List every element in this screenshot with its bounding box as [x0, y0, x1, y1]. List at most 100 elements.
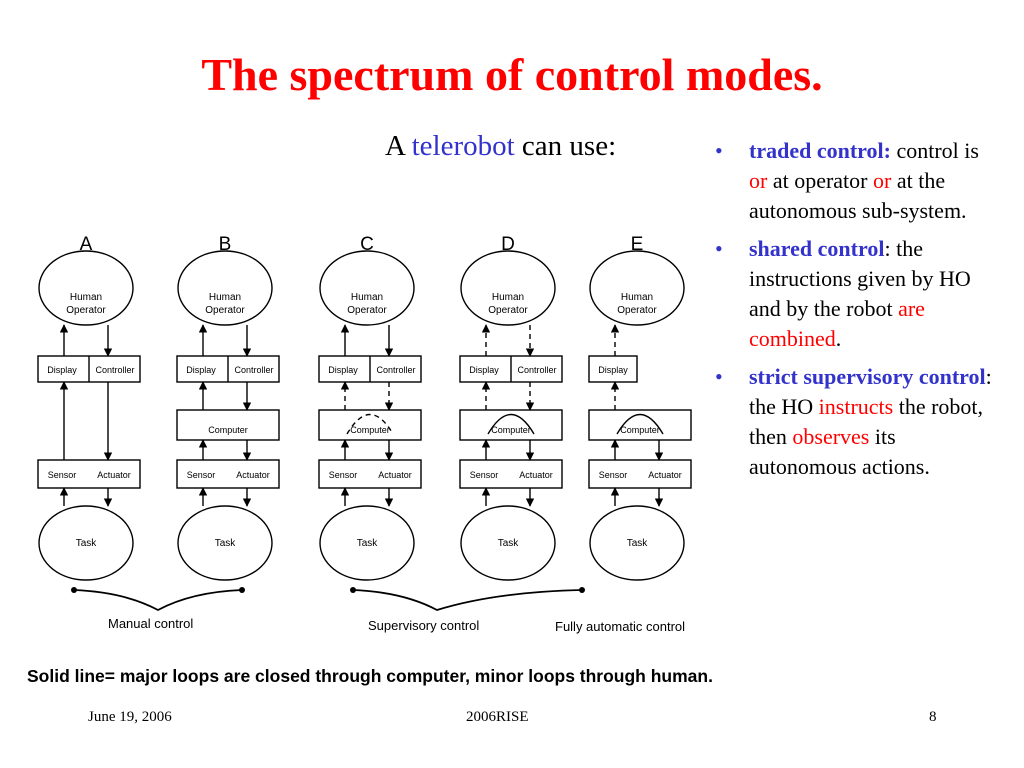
computer-box	[459, 409, 563, 441]
column-letter-c: C	[360, 234, 374, 255]
actuator-label: Actuator	[648, 470, 682, 480]
column-letter-d: D	[501, 234, 515, 255]
subtitle-suffix: can use:	[514, 130, 617, 162]
human-operator-label: Human	[70, 292, 102, 303]
computer-label: Computer	[208, 425, 248, 435]
bullet-list: • traded control: control is or at opera…	[712, 136, 1002, 490]
bullet-strict-supervisory-control: • strict supervisory control: the HO ins…	[712, 362, 1002, 482]
sensor-actuator-box	[176, 459, 280, 489]
group-label-supervisory: Supervisory control	[368, 618, 479, 633]
computer-box	[176, 409, 280, 441]
bullet-text: at the autonomous sub-system.	[749, 168, 967, 223]
bullet-dot: •	[715, 364, 723, 389]
human-operator-label: Operator	[66, 305, 106, 316]
sensor-actuator-box	[459, 459, 563, 489]
task-label: Task	[215, 538, 237, 549]
task-label: Task	[498, 538, 520, 549]
supervisory-control-brace	[352, 589, 583, 611]
bullet-text: the robot, then	[749, 394, 984, 449]
computer-label: Computer	[491, 425, 531, 435]
sensor-actuator-box	[588, 459, 692, 489]
task-ellipse	[589, 505, 685, 581]
footnote: Solid line= major loops are closed throu…	[27, 666, 713, 686]
bullet-emphasis: instructs	[818, 394, 894, 419]
controller-label: Controller	[517, 365, 556, 375]
bullet-text: at operator	[767, 168, 873, 193]
sensor-label: Sensor	[48, 470, 77, 480]
human-operator-ellipse	[460, 250, 556, 326]
display-label: Display	[328, 365, 358, 375]
human-operator-label: Human	[492, 292, 524, 303]
actuator-label: Actuator	[236, 470, 270, 480]
display-label: Display	[598, 365, 628, 375]
human-operator-label: Operator	[488, 305, 528, 316]
computer-box	[318, 409, 422, 441]
column-letter-e: E	[631, 234, 644, 255]
computer-loop-arc	[616, 414, 664, 435]
bullet-emphasis: or	[873, 168, 892, 193]
bullet-dot: •	[715, 236, 723, 261]
bullet-text: : the instructions given by HO and by th…	[749, 236, 971, 321]
sensor-actuator-box	[37, 459, 141, 489]
computer-loop-arc	[487, 414, 535, 435]
human-operator-ellipse	[319, 250, 415, 326]
bullet-text: its autonomous actions.	[749, 424, 930, 479]
footer-date: June 19, 2006	[88, 709, 172, 725]
bullet-dot: •	[715, 138, 723, 163]
bullet-shared-control: • shared control: the instructions given…	[712, 234, 1002, 354]
display-label: Display	[469, 365, 499, 375]
sensor-actuator-box	[318, 459, 422, 489]
group-label-manual: Manual control	[108, 616, 193, 631]
controller-label: Controller	[95, 365, 134, 375]
bullet-term: strict supervisory control	[749, 364, 986, 389]
sensor-label: Sensor	[187, 470, 216, 480]
display-label: Display	[186, 365, 216, 375]
computer-loop-arc	[346, 414, 394, 435]
human-operator-label: Operator	[617, 305, 657, 316]
human-operator-label: Human	[351, 292, 383, 303]
bullet-term: shared control	[749, 236, 885, 261]
human-operator-label: Operator	[347, 305, 387, 316]
subtitle: A telerobot can use:	[385, 130, 616, 163]
bullet-text: .	[835, 326, 842, 351]
computer-label: Computer	[350, 425, 390, 435]
manual-control-brace	[73, 589, 243, 612]
computer-box	[588, 409, 692, 441]
bullet-text: control is	[890, 138, 979, 163]
task-label: Task	[76, 538, 98, 549]
human-operator-label: Operator	[205, 305, 245, 316]
task-ellipse	[319, 505, 415, 581]
actuator-label: Actuator	[97, 470, 131, 480]
group-label-fully-automatic: Fully automatic control	[555, 619, 685, 634]
task-label: Task	[357, 538, 379, 549]
bullet-emphasis: are combined	[749, 296, 925, 351]
sensor-label: Sensor	[470, 470, 499, 480]
footer-page-number: 8	[929, 709, 937, 725]
column-letter-b: B	[219, 234, 232, 255]
footer-center: 2006RISE	[466, 709, 529, 725]
actuator-label: Actuator	[378, 470, 412, 480]
task-ellipse	[38, 505, 134, 581]
bullet-term: traded control:	[749, 138, 891, 163]
task-label: Task	[627, 538, 649, 549]
computer-label: Computer	[620, 425, 660, 435]
display-label: Display	[47, 365, 77, 375]
subtitle-prefix: A	[385, 130, 412, 162]
human-operator-ellipse	[177, 250, 273, 326]
human-operator-label: Human	[209, 292, 241, 303]
subtitle-highlight: telerobot	[411, 130, 515, 162]
task-ellipse	[460, 505, 556, 581]
sensor-label: Sensor	[329, 470, 358, 480]
bullet-text: : the HO	[749, 364, 992, 419]
sensor-label: Sensor	[599, 470, 628, 480]
column-letter-a: A	[80, 234, 93, 255]
human-operator-ellipse	[38, 250, 134, 326]
actuator-label: Actuator	[519, 470, 553, 480]
bullet-emphasis: observes	[792, 424, 870, 449]
human-operator-ellipse	[589, 250, 685, 326]
controller-label: Controller	[234, 365, 273, 375]
human-operator-label: Human	[621, 292, 653, 303]
bullet-traded-control: • traded control: control is or at opera…	[712, 136, 1002, 226]
slide-title: The spectrum of control modes.	[201, 49, 823, 100]
